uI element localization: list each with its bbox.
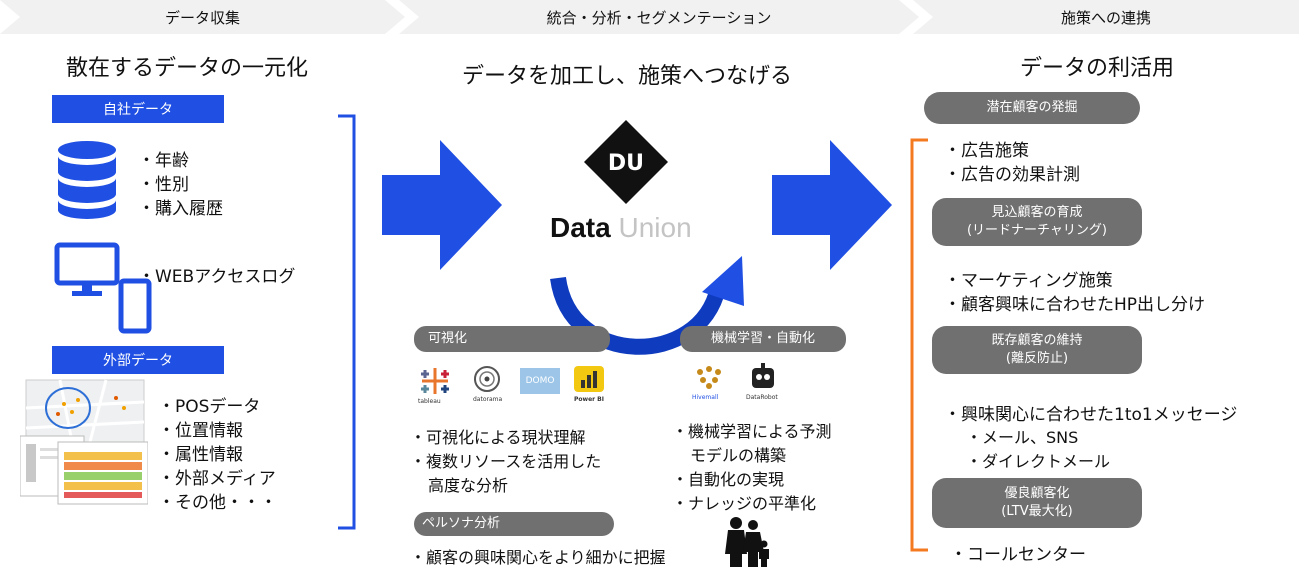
cycle-arrow-icon <box>550 256 744 355</box>
internal-item-purchase: ・購入履歴 <box>138 199 223 219</box>
external-item-pos: ・POSデータ <box>158 397 261 417</box>
stage-2-item-1: ・マーケティング施策 <box>944 271 1113 291</box>
stage-3-title-text: 既存顧客の維持 <box>991 333 1083 348</box>
step-analyze: 統合・分析・セグメンテーション <box>399 0 919 34</box>
collect-heading: 散在するデータの一元化 <box>66 56 309 81</box>
stage-3-item-3: ・ダイレクトメール <box>966 452 1111 471</box>
ml-item-4: ・ナレッジの平準化 <box>672 494 817 513</box>
use-heading: データの利活用 <box>1020 56 1175 81</box>
stage-1-item-1: ・広告施策 <box>944 141 1029 161</box>
stage-1-title: 潜在顧客の発掘 <box>924 92 1140 124</box>
chevron-shape <box>399 0 919 34</box>
persona-label: ペルソナ分析 <box>414 512 614 536</box>
persona-item: ・顧客の興味関心をより細かに把握 <box>410 548 666 567</box>
datarobot-label: DataRobot <box>746 394 778 401</box>
stage-4-title-text: 優良顧客化 <box>1004 486 1070 501</box>
stage-2-title-text: 見込顧客の育成 <box>991 205 1083 220</box>
analyze-heading: データを加工し、施策へつなげる <box>462 64 793 89</box>
stage-2-item-2: ・顧客興味に合わせたHP出し分け <box>944 295 1206 315</box>
stage-4-title: 優良顧客化 (LTV最大化) <box>932 478 1142 528</box>
visualize-label: 可視化 <box>414 326 610 352</box>
internal-item-age: ・年齢 <box>138 151 189 171</box>
chevron-shape <box>913 0 1299 34</box>
power-bi-icon <box>574 366 604 392</box>
stage-1-title-text: 潜在顧客の発掘 <box>986 100 1078 115</box>
monitor-icon <box>54 242 120 296</box>
ml-label-text: 機械学習・自動化 <box>710 331 815 346</box>
external-data-screenshots <box>19 378 149 508</box>
power-bi-label: Power BI <box>574 396 604 403</box>
logo-word-data: Data <box>550 212 611 243</box>
domo-label: DOMO <box>525 376 555 386</box>
step-use-label: 施策への連携 <box>1060 8 1151 27</box>
arrow-right-icon <box>382 140 502 270</box>
tableau-icon <box>421 368 449 394</box>
chevron-shape <box>0 0 405 34</box>
datorama-icon <box>474 366 500 392</box>
ml-item-3: ・自動化の実現 <box>672 470 785 489</box>
family-icon <box>725 517 769 567</box>
visualize-item-1: ・可視化による現状理解 <box>410 428 586 447</box>
data-union-logo-text: Data Union <box>550 212 692 244</box>
use-bracket <box>910 138 928 552</box>
internal-data-label: 自社データ <box>52 95 224 123</box>
smartphone-icon <box>118 278 152 334</box>
logo-mark-text: DU <box>608 151 644 176</box>
domo-icon: DOMO <box>520 368 560 394</box>
persona-label-text: ペルソナ分析 <box>422 516 501 531</box>
external-data-label: 外部データ <box>52 346 224 374</box>
external-item-location: ・位置情報 <box>158 421 243 441</box>
ml-item-2: モデルの構築 <box>690 446 787 465</box>
arrow-right-icon <box>772 140 892 270</box>
stage-2-subtitle: (リードナーチャリング) <box>966 223 1107 238</box>
logo-word-union: Union <box>618 212 692 243</box>
stage-4-subtitle: (LTV最大化) <box>1001 504 1073 519</box>
step-collect: データ収集 <box>0 0 405 34</box>
datarobot-icon <box>752 363 774 388</box>
internal-item-web: ・WEBアクセスログ <box>138 267 296 287</box>
step-use: 施策への連携 <box>913 0 1299 34</box>
database-icon <box>58 141 116 219</box>
visualize-label-text: 可視化 <box>428 331 468 346</box>
stage-3-item-2: ・メール、SNS <box>966 428 1079 447</box>
step-collect-label: データ収集 <box>164 8 240 27</box>
ml-label: 機械学習・自動化 <box>680 326 846 352</box>
stage-3-title: 既存顧客の維持 (離反防止) <box>932 326 1142 374</box>
ml-item-1: ・機械学習による予測 <box>672 422 832 441</box>
data-union-logo-mark: DU <box>584 120 668 204</box>
hivemall-label: Hivemall <box>692 394 719 401</box>
stage-4-item-1: ・コールセンター <box>950 545 1086 565</box>
datorama-label: datorama <box>473 396 503 403</box>
stage-2-title: 見込顧客の育成 (リードナーチャリング) <box>932 198 1142 246</box>
stage-3-item-1: ・興味関心に合わせた1to1メッセージ <box>944 405 1238 425</box>
collect-bracket <box>338 114 356 530</box>
visualize-item-2: ・複数リソースを活用した <box>410 452 602 471</box>
stage-3-subtitle: (離反防止) <box>1005 351 1069 366</box>
step-analyze-label: 統合・分析・セグメンテーション <box>546 8 772 27</box>
external-item-media: ・外部メディア <box>158 469 276 489</box>
external-item-attribute: ・属性情報 <box>158 445 243 465</box>
external-item-other: ・その他・・・ <box>158 493 277 513</box>
tableau-label: tableau <box>418 398 441 405</box>
internal-item-gender: ・性別 <box>138 175 189 195</box>
stage-1-item-2: ・広告の効果計測 <box>944 165 1080 185</box>
hivemall-icon <box>697 366 721 389</box>
visualize-item-3: 高度な分析 <box>428 476 509 495</box>
